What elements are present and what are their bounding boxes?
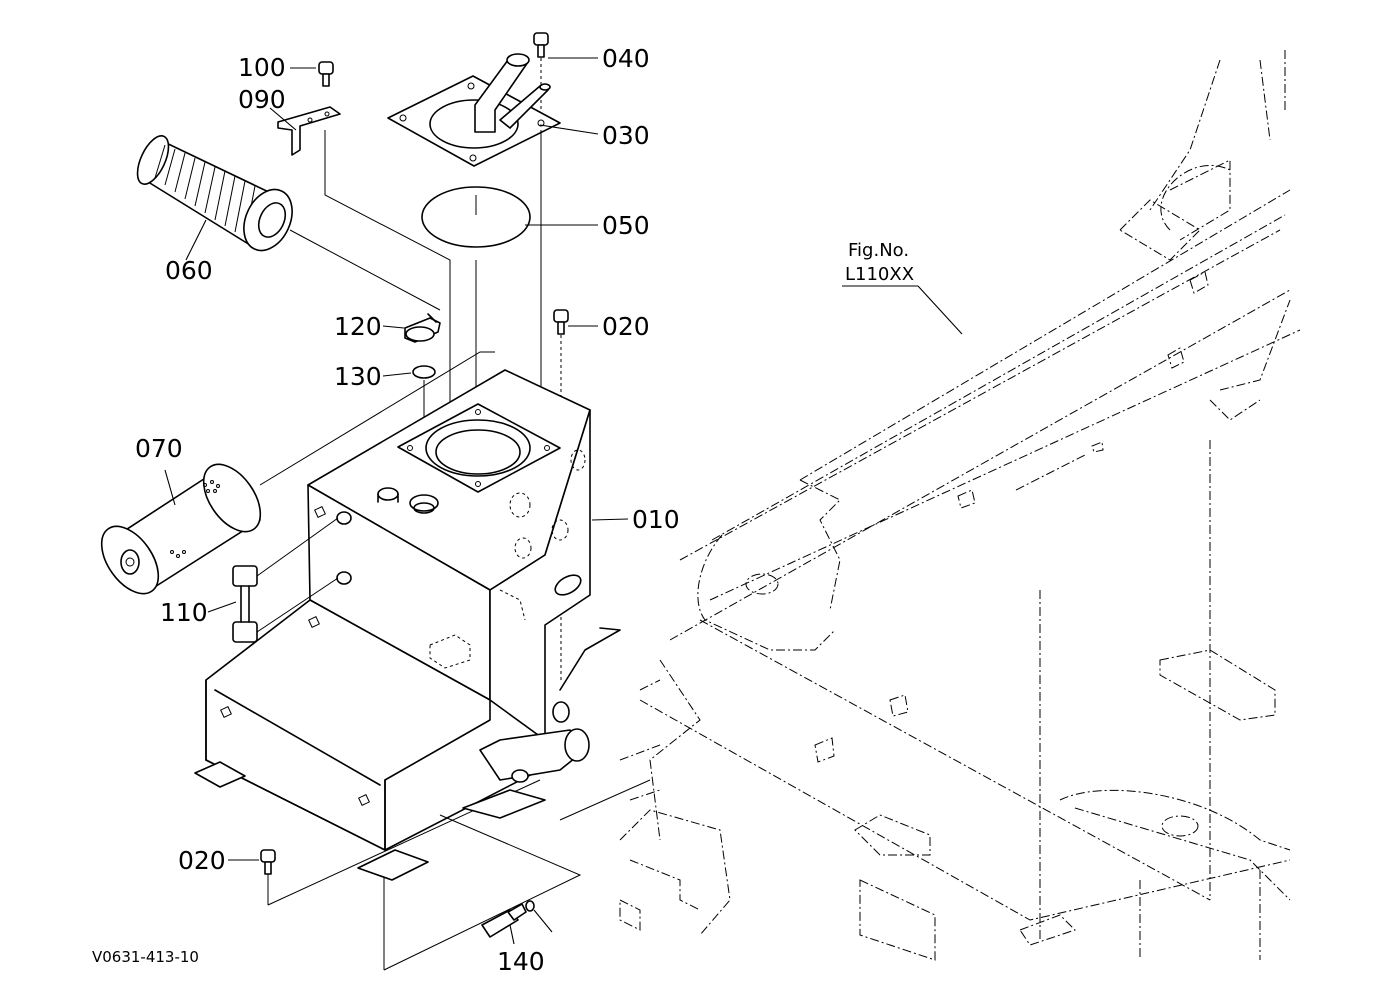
label-050: 040: [602, 44, 650, 73]
bolt-090[interactable]: [318, 61, 334, 87]
bolt-020-lower[interactable]: [260, 849, 276, 875]
machine-frame: [619, 50, 1301, 961]
figure-reference: Fig.No. L110XX: [845, 240, 914, 285]
tank-010[interactable]: [194, 369, 621, 881]
label-090: 100: [238, 53, 286, 82]
label-110: 120: [334, 312, 382, 341]
sensor-130[interactable]: [481, 903, 527, 938]
label-010: 010: [632, 505, 680, 534]
level-gauge-100[interactable]: [232, 517, 339, 643]
cover-plate-030[interactable]: [387, 53, 561, 167]
fig-number: L110XX: [845, 264, 914, 285]
cap-110[interactable]: [404, 313, 441, 343]
bracket-080[interactable]: [277, 106, 341, 156]
part-labels: 040 030 050 100 090 060 120 130 020 070 …: [135, 44, 680, 976]
label-120: 130: [334, 362, 382, 391]
drawing-code: V0631-413-10: [92, 948, 199, 966]
label-070: 070: [135, 434, 183, 463]
label-020-lower: 020: [178, 846, 226, 875]
label-100: 110: [160, 598, 208, 627]
label-040: 050: [602, 211, 650, 240]
washer-140[interactable]: [525, 900, 535, 912]
fig-caption: Fig.No.: [848, 240, 909, 261]
filter-element-060[interactable]: [131, 131, 301, 258]
label-060: 060: [165, 256, 213, 285]
filter-cartridge-070[interactable]: [90, 454, 272, 603]
leader-lines: [164, 57, 963, 945]
label-130: 140: [497, 947, 545, 976]
bolt-020-upper[interactable]: [553, 309, 569, 680]
bolt-050[interactable]: [533, 32, 549, 120]
label-080: 090: [238, 85, 286, 114]
label-030: 030: [602, 121, 650, 150]
label-020-upper: 020: [602, 312, 650, 341]
